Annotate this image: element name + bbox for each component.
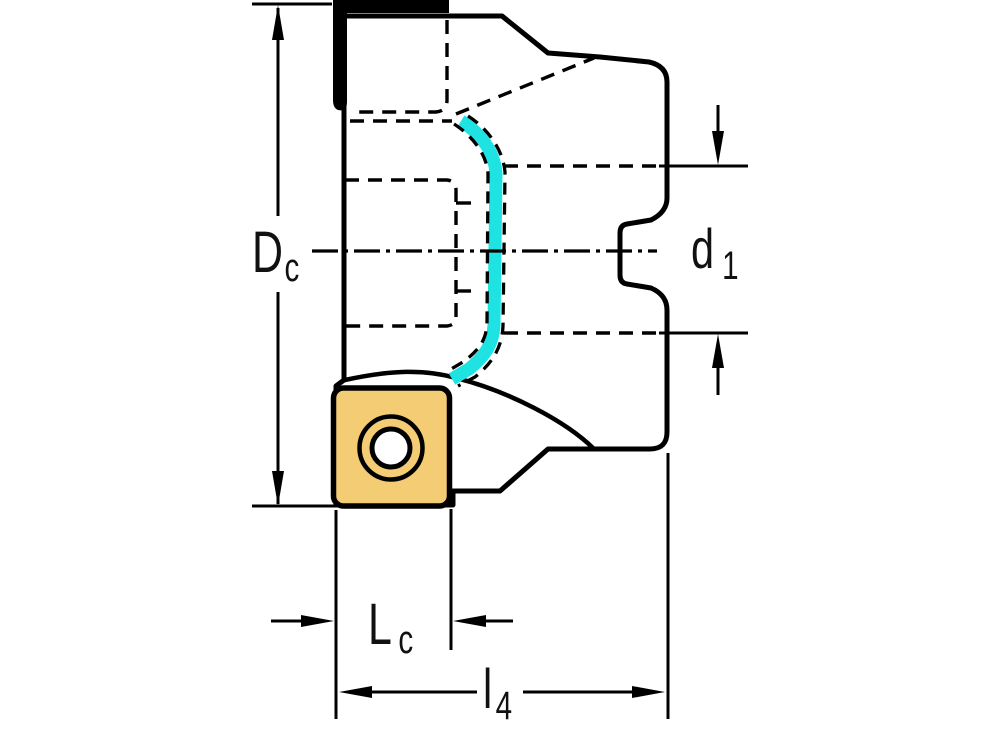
svg-text:c: c xyxy=(398,618,413,662)
d1-arrow-up xyxy=(712,334,724,368)
lc-arrow-right xyxy=(301,615,334,627)
l4-arrow-right xyxy=(632,686,665,698)
lc-arrow-left xyxy=(453,615,486,627)
dc-arrow-down xyxy=(272,471,284,506)
left-cap-bar xyxy=(333,0,347,111)
svg-text:d: d xyxy=(691,218,714,281)
svg-text:L: L xyxy=(368,592,392,657)
d1-arrow-down xyxy=(712,131,724,165)
l4-arrow-left xyxy=(339,686,372,698)
svg-text:D: D xyxy=(252,220,283,285)
dc-label: D c xyxy=(252,220,299,290)
insert-outer-ring xyxy=(357,414,425,482)
chip-flute-right-edge xyxy=(457,114,507,388)
hidden-gash-diagonal xyxy=(455,56,595,116)
hidden-pocket-upper xyxy=(352,20,449,114)
svg-text:4: 4 xyxy=(496,684,512,728)
l4-label: l 4 xyxy=(483,658,512,728)
dc-arrow-up xyxy=(272,5,284,40)
svg-text:c: c xyxy=(285,246,300,290)
hidden-pocket-left xyxy=(345,178,458,328)
top-cap xyxy=(333,0,449,13)
chip-flute-left-edge xyxy=(445,122,490,374)
d1-label: d 1 xyxy=(691,218,739,288)
cutter-body xyxy=(333,13,670,508)
insert-bore xyxy=(369,426,413,470)
svg-text:1: 1 xyxy=(722,244,738,288)
svg-text:l: l xyxy=(483,658,492,721)
chip-flute-highlight xyxy=(448,115,503,385)
lc-label: L c xyxy=(368,592,413,662)
